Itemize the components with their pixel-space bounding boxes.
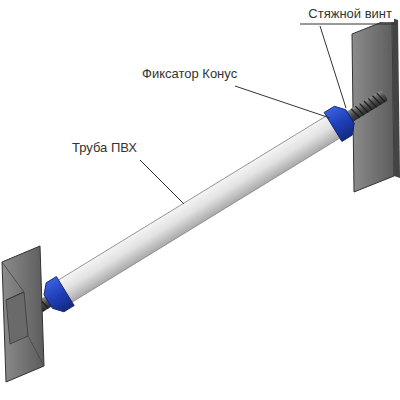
right-cone bbox=[324, 102, 359, 141]
left-plate bbox=[2, 246, 44, 382]
thread-stroke bbox=[377, 92, 385, 104]
threaded-rod bbox=[12, 90, 388, 327]
rod-threads bbox=[14, 92, 385, 326]
pvc-tube bbox=[57, 115, 342, 303]
left-cone bbox=[39, 277, 74, 316]
tie-axis bbox=[6, 81, 394, 337]
leader-line bbox=[300, 24, 395, 25]
part-label: Труба ПВХ bbox=[70, 140, 139, 156]
leader-line bbox=[320, 26, 346, 108]
leader-lines bbox=[140, 24, 395, 204]
leader-line bbox=[140, 160, 184, 204]
leader-line bbox=[235, 86, 330, 118]
part-label: Фиксатор Конус bbox=[140, 66, 239, 82]
part-label: Стяжной винт bbox=[306, 6, 394, 22]
